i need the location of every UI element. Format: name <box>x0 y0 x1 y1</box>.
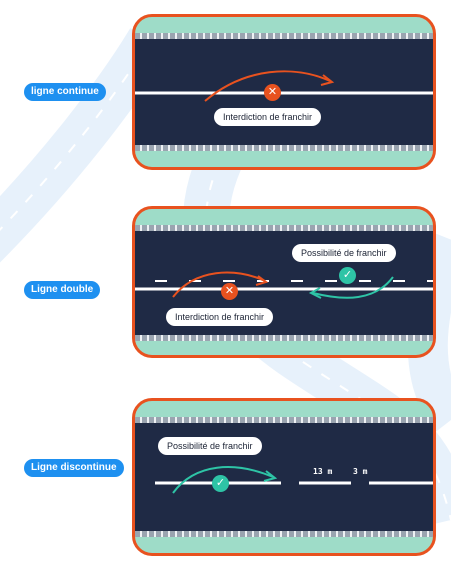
forbidden-overtake-arrow <box>204 70 331 102</box>
panel-dashed-line: ✓ Possibilité de franchir 13 m 3 m <box>132 398 436 556</box>
gap-length-label: 3 m <box>353 467 368 476</box>
road-curb-bottom <box>135 145 433 151</box>
forbidden-overtake-arrow <box>172 271 266 298</box>
check-icon: ✓ <box>212 475 229 492</box>
section-label-continuous: ligne continue <box>24 83 106 101</box>
cross-icon: ✕ <box>221 283 238 300</box>
road-curb-bottom <box>135 531 433 537</box>
arrowhead <box>263 470 278 482</box>
allowed-overtake-arrow <box>172 466 274 494</box>
road-curb-bottom <box>135 335 433 341</box>
dash-length-label: 13 m <box>313 467 333 476</box>
double-line-overlay <box>135 271 433 299</box>
cross-icon: ✕ <box>264 84 281 101</box>
arrowhead <box>308 287 322 299</box>
panel-continuous-line: ✕ Interdiction de franchir <box>132 14 436 170</box>
allowed-crossing-label: Possibilité de franchir <box>292 244 396 262</box>
allowed-crossing-label: Possibilité de franchir <box>158 437 262 455</box>
forbidden-crossing-label: Interdiction de franchir <box>214 108 322 126</box>
arrowhead <box>255 275 269 286</box>
check-icon: ✓ <box>339 267 356 284</box>
panel-double-line: ✓ ✕ Possibilité de franchir Interdiction… <box>132 206 436 358</box>
section-label-double: Ligne double <box>24 281 101 299</box>
road-curb-top <box>135 225 433 231</box>
road-curb-top <box>135 417 433 423</box>
forbidden-crossing-label: Interdiction de franchir <box>166 308 274 326</box>
allowed-overtake-arrow <box>312 276 394 299</box>
road-curb-top <box>135 33 433 39</box>
section-label-dashed: Ligne discontinue <box>24 459 124 477</box>
dashed-line-overlay <box>155 466 433 494</box>
arrowhead <box>320 74 335 86</box>
continuous-line-overlay <box>135 70 433 102</box>
